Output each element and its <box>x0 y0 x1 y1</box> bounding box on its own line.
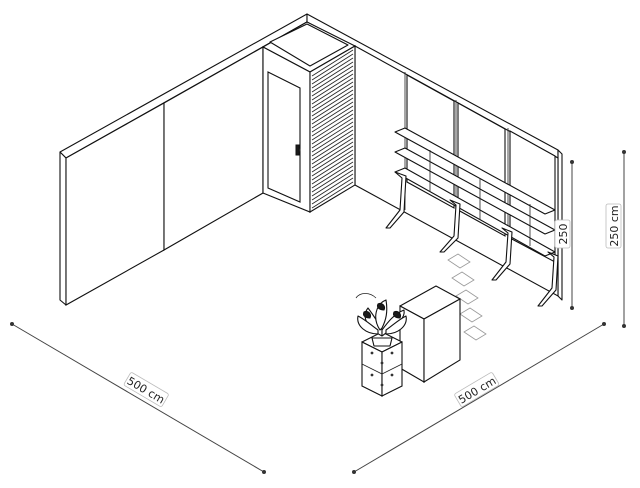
slat <box>311 89 354 117</box>
storage-door <box>267 71 301 203</box>
dimension-total-height: 250 cm <box>605 150 626 328</box>
slat <box>311 125 354 153</box>
slat <box>311 117 354 145</box>
slat <box>311 93 354 121</box>
slat <box>311 65 354 93</box>
slat <box>311 105 354 133</box>
cube-pedestal <box>361 331 403 397</box>
slat <box>311 177 354 205</box>
slat <box>311 173 354 201</box>
slat <box>311 69 354 97</box>
slat <box>311 133 354 161</box>
slat <box>311 57 354 85</box>
slat <box>311 61 354 89</box>
slat <box>311 113 354 141</box>
slat <box>311 169 354 197</box>
slat <box>311 73 354 101</box>
slat <box>311 165 354 193</box>
slat <box>311 145 354 173</box>
slat <box>311 137 354 165</box>
slat <box>311 153 354 181</box>
shelving-unit <box>385 127 559 307</box>
slat <box>311 77 354 105</box>
slat <box>311 141 354 169</box>
slat <box>311 161 354 189</box>
counter <box>399 285 461 383</box>
slat <box>311 129 354 157</box>
slat <box>311 85 354 113</box>
dim-height-label: 250 cm <box>608 205 621 246</box>
slat <box>311 101 354 129</box>
ghost-stairs <box>447 253 487 341</box>
slat <box>311 149 354 177</box>
slat <box>311 81 354 109</box>
slat <box>311 97 354 125</box>
slat <box>311 157 354 185</box>
slat <box>311 53 354 81</box>
dim-shelf-label: 250 <box>557 224 570 245</box>
potted-plant <box>355 293 407 347</box>
dim-left-label: 500 cm <box>125 374 167 406</box>
storage-room <box>262 21 356 213</box>
slat <box>311 49 354 77</box>
slat <box>311 121 354 149</box>
slat <box>311 181 354 209</box>
dimension-shelf-height: 250 <box>554 160 574 310</box>
dimension-left: 500 cm <box>10 322 266 474</box>
slat <box>311 109 354 137</box>
